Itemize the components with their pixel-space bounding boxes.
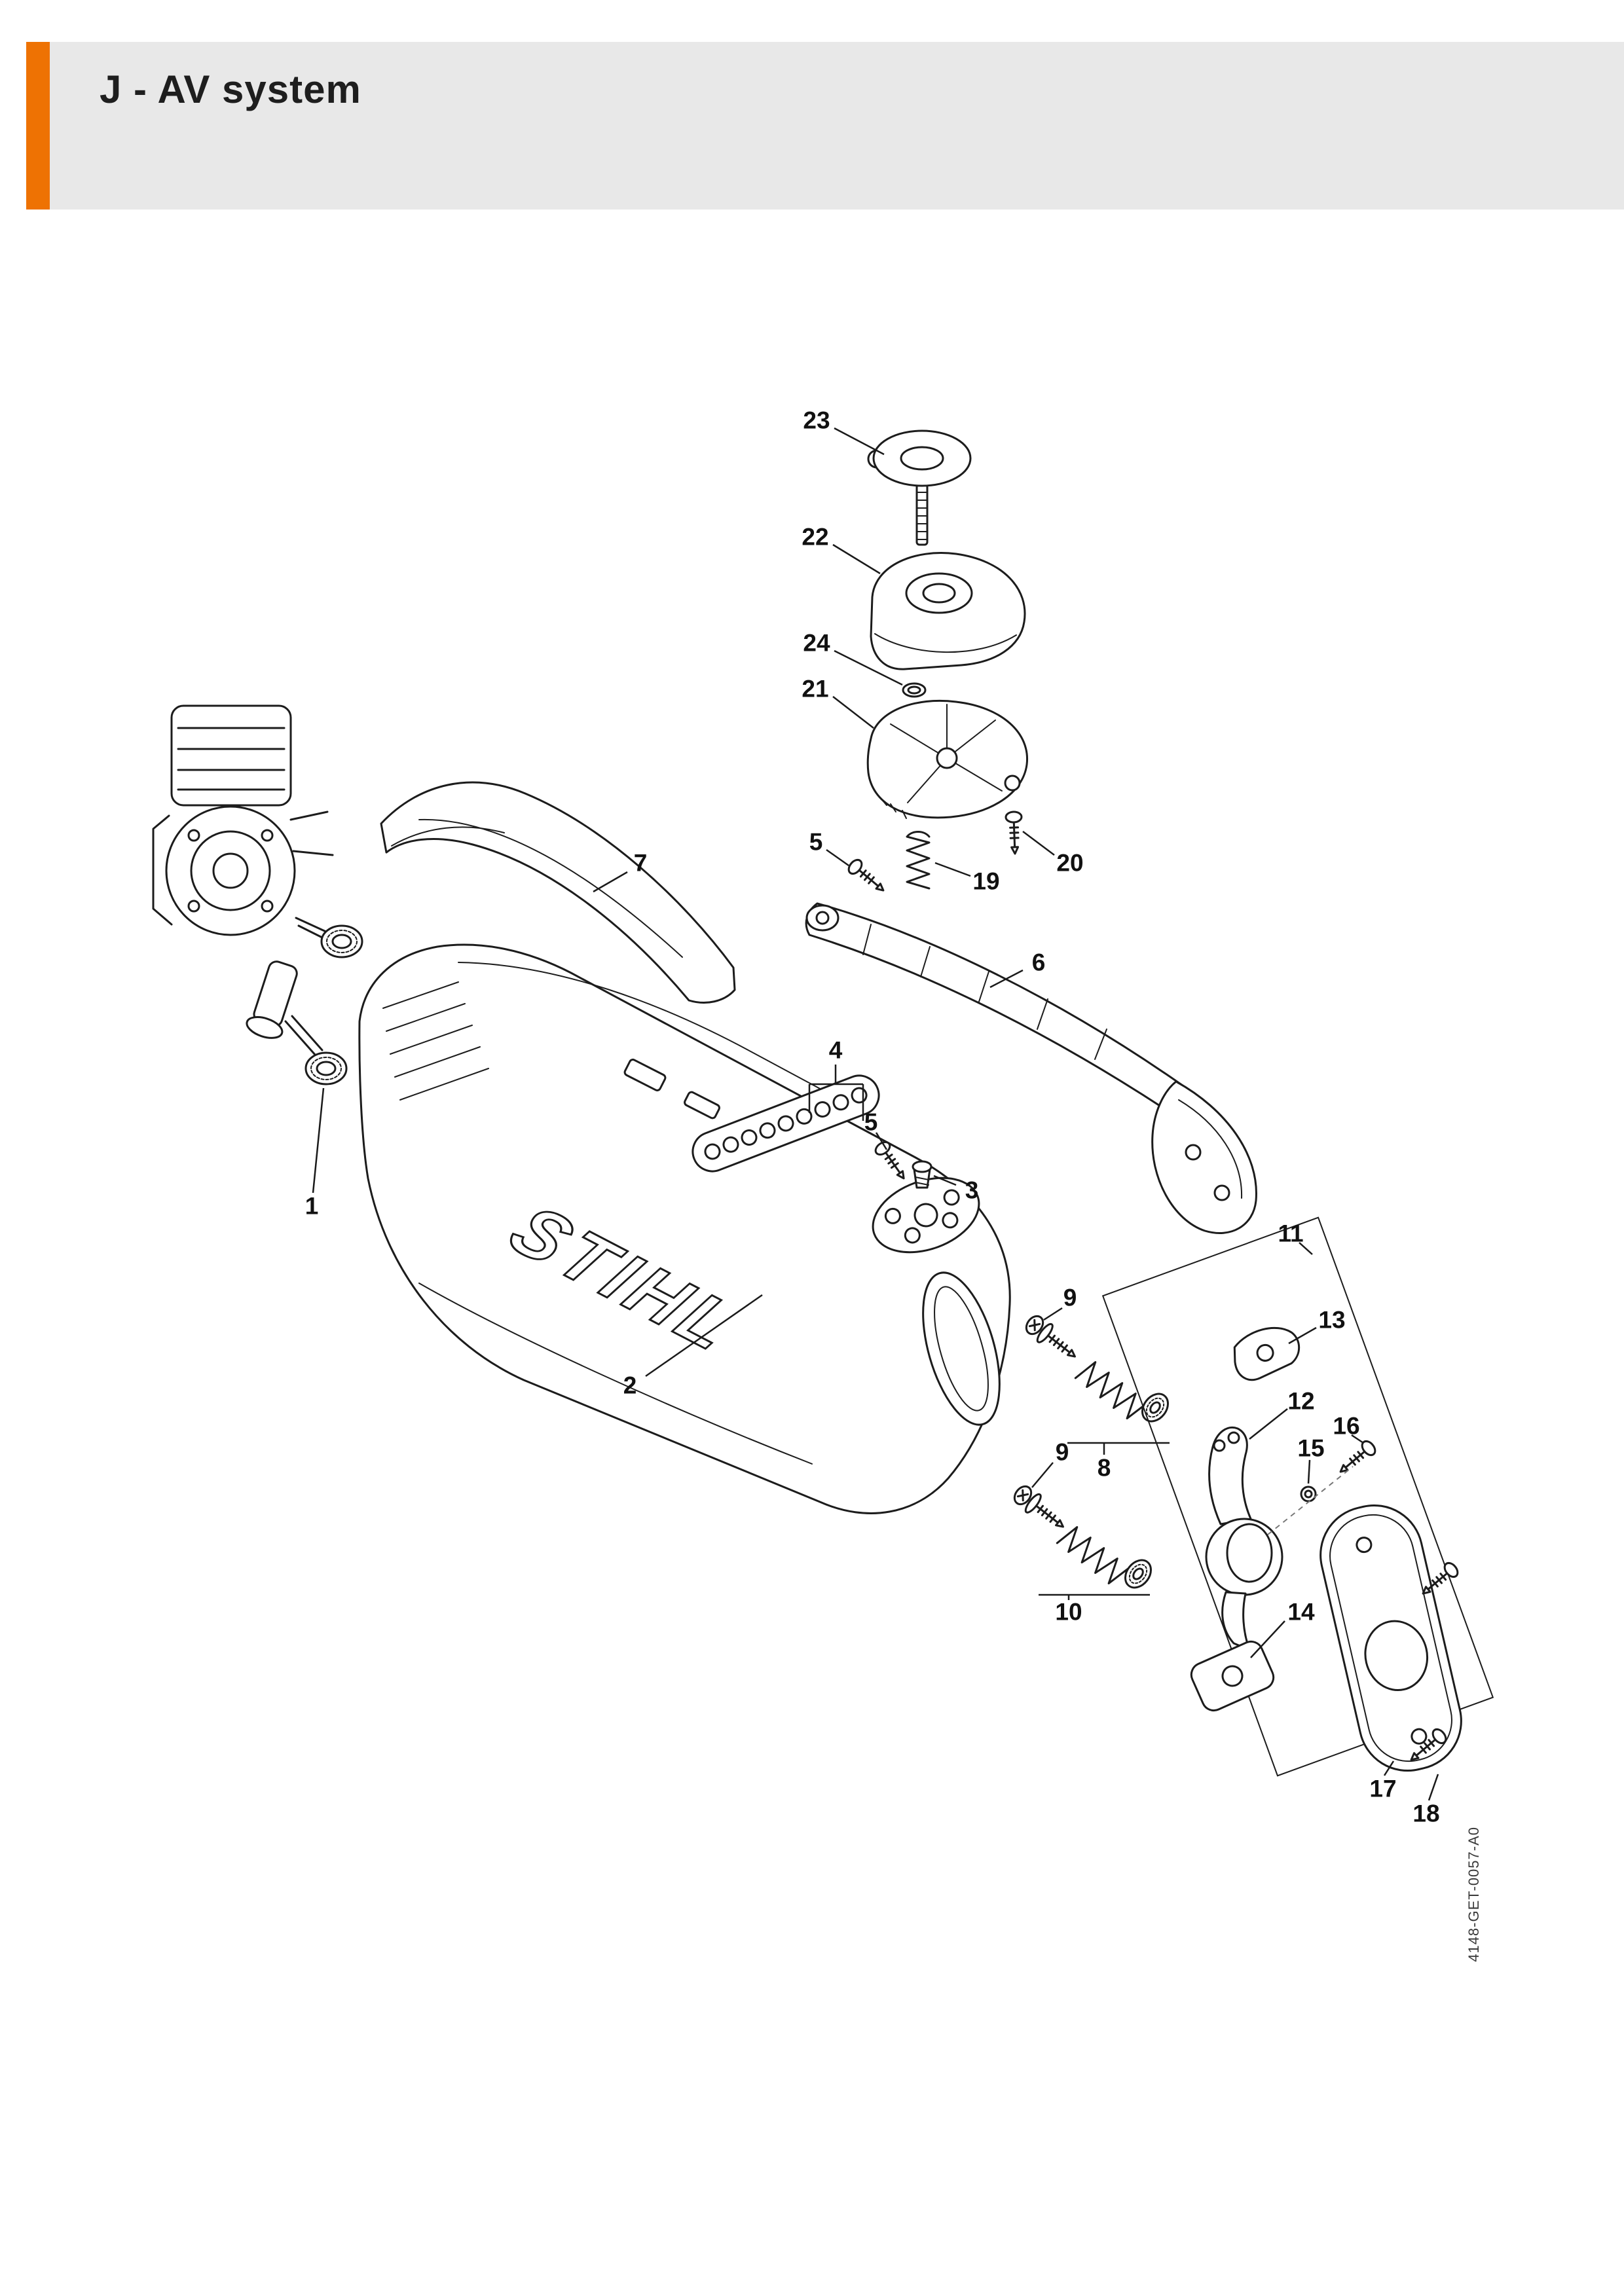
page-header: J - AV system (26, 42, 1624, 210)
callout-24: 24 (803, 629, 830, 657)
leader-line (1043, 1307, 1063, 1321)
leader-line (1249, 1408, 1288, 1440)
leader-line (832, 543, 881, 575)
part-22-cover (870, 552, 1026, 670)
leader-line (645, 1294, 763, 1377)
callout-11: 11 (1278, 1220, 1304, 1247)
callout-8: 8 (1097, 1454, 1111, 1482)
part-4-spacer-strip (692, 1074, 880, 1173)
drawing-number: 4148-GET-0057-A0 (1466, 1827, 1482, 1962)
callout-19: 19 (972, 867, 1000, 895)
callout-14: 14 (1287, 1598, 1315, 1626)
page-title: J - AV system (100, 67, 361, 111)
callout-22: 22 (802, 523, 829, 551)
callout-12: 12 (1287, 1387, 1315, 1415)
header-accent-bar (26, 42, 50, 210)
callout-5: 5 (864, 1108, 878, 1136)
callout-7: 7 (633, 849, 648, 877)
callout-10: 10 (1055, 1598, 1082, 1626)
callout-9: 9 (1063, 1284, 1077, 1311)
leader-line (1428, 1774, 1439, 1801)
callout-2: 2 (623, 1372, 637, 1399)
callout-9: 9 (1055, 1438, 1069, 1466)
leader-line (875, 1132, 888, 1150)
leader-line (934, 862, 971, 877)
callout-6: 6 (1031, 949, 1046, 976)
callout-1: 1 (304, 1192, 319, 1220)
callout-17: 17 (1369, 1775, 1397, 1802)
engine-assembly (152, 704, 334, 1057)
callout-16: 16 (1333, 1412, 1360, 1440)
part-21-spring-seat (866, 699, 1029, 819)
leader-line (834, 427, 885, 456)
part-8-spring-cap (1141, 1393, 1169, 1423)
leader-line (1022, 831, 1055, 856)
leader-line (933, 1175, 957, 1186)
leader-line (989, 969, 1024, 989)
part-7-handle-molding (380, 781, 736, 1004)
part-15-washer (1300, 1485, 1317, 1503)
callout-20: 20 (1056, 849, 1084, 877)
part-12-lever (1205, 1427, 1283, 1651)
callout-23: 23 (803, 407, 830, 434)
part-6-bracket (805, 902, 1257, 1234)
callout-5: 5 (809, 828, 823, 856)
part-19-spring (906, 831, 931, 890)
part-17-cover-plate (1320, 1504, 1462, 1772)
part-10-spring-cap (1124, 1559, 1152, 1589)
part-3-expanding-nut (912, 1160, 932, 1189)
leader-line (1031, 1462, 1054, 1488)
callout-4: 4 (828, 1036, 843, 1064)
part-2-housing: STIHL (358, 943, 1011, 1514)
header-band: J - AV system (50, 42, 1624, 210)
part-1-buffer-rings (304, 924, 363, 1085)
part-24-washer (902, 682, 927, 698)
leader-line (1307, 1459, 1311, 1484)
callout-13: 13 (1318, 1306, 1346, 1334)
callout-15: 15 (1297, 1434, 1325, 1462)
leader-line (312, 1087, 325, 1194)
leader-line (1288, 1326, 1317, 1345)
leader-line (1299, 1242, 1313, 1255)
leader-line (1383, 1760, 1395, 1776)
callout-21: 21 (802, 675, 829, 702)
leader-line (1351, 1434, 1364, 1444)
part-14-bracket (1190, 1640, 1275, 1712)
part-23-adjusting-knob (867, 429, 972, 546)
part-13-cap (1233, 1326, 1301, 1381)
alignment-dashed-line (1267, 1466, 1354, 1535)
leader-line (834, 649, 903, 686)
leader-line (826, 848, 849, 867)
leader-line (593, 871, 628, 893)
callout-18: 18 (1412, 1800, 1440, 1827)
leader-line (832, 696, 874, 729)
callout-3: 3 (965, 1176, 979, 1204)
leader-line (1250, 1620, 1285, 1658)
